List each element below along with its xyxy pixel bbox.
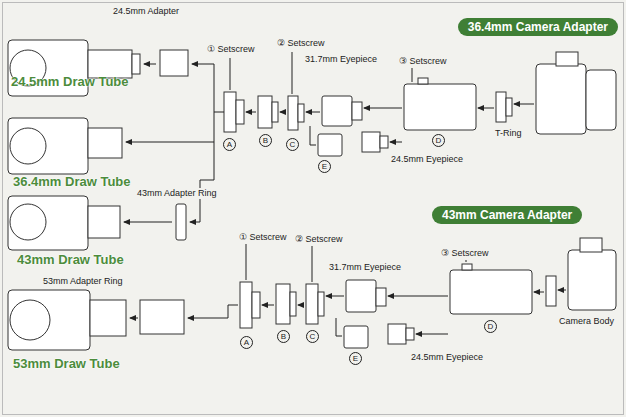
part-label: ③ Setscrew [440, 248, 490, 259]
draw-tube-label: 24.5mm Draw Tube [10, 74, 130, 89]
part-label: 43mm Adapter Ring [136, 188, 218, 199]
section-title-pill: 36.4mm Camera Adapter [458, 18, 618, 36]
part-label: 53mm Adapter Ring [42, 276, 124, 287]
pill-text: 36.4mm Camera Adapter [468, 20, 608, 34]
part-label: Camera Body [558, 316, 615, 327]
callout-letter: E [349, 352, 362, 365]
draw-tube-label: 43mm Draw Tube [16, 252, 125, 267]
part-label: ② Setscrew [294, 234, 344, 245]
part-label: ② Setscrew [276, 38, 326, 49]
part-label: ③ Setscrew [398, 56, 448, 67]
callout-letter: B [259, 134, 272, 147]
part-label: ① Setscrew [238, 232, 288, 243]
callout-letter: A [240, 336, 253, 349]
part-label: T-Ring [494, 128, 523, 139]
pill-text: 43mm Camera Adapter [442, 208, 572, 222]
section-title-pill: 43mm Camera Adapter [432, 206, 582, 224]
draw-tube-label: 36.4mm Draw Tube [12, 174, 132, 189]
callout-letter: B [277, 330, 290, 343]
draw-tube-label: 53mm Draw Tube [12, 356, 121, 371]
callout-letter: D [432, 134, 445, 147]
callout-letter: E [318, 160, 331, 173]
part-label: 31.7mm Eyepiece [328, 262, 402, 273]
part-label: 24.5mm Eyepiece [410, 352, 484, 363]
part-label: 31.7mm Eyepiece [304, 54, 378, 65]
callout-letter: C [286, 138, 299, 151]
callout-letter: D [484, 320, 497, 333]
part-label: 24.5mm Eyepiece [390, 154, 464, 165]
part-label: 24.5mm Adapter [112, 6, 180, 17]
callout-letter: A [223, 138, 236, 151]
callout-letter: C [306, 330, 319, 343]
part-label: ① Setscrew [206, 44, 256, 55]
